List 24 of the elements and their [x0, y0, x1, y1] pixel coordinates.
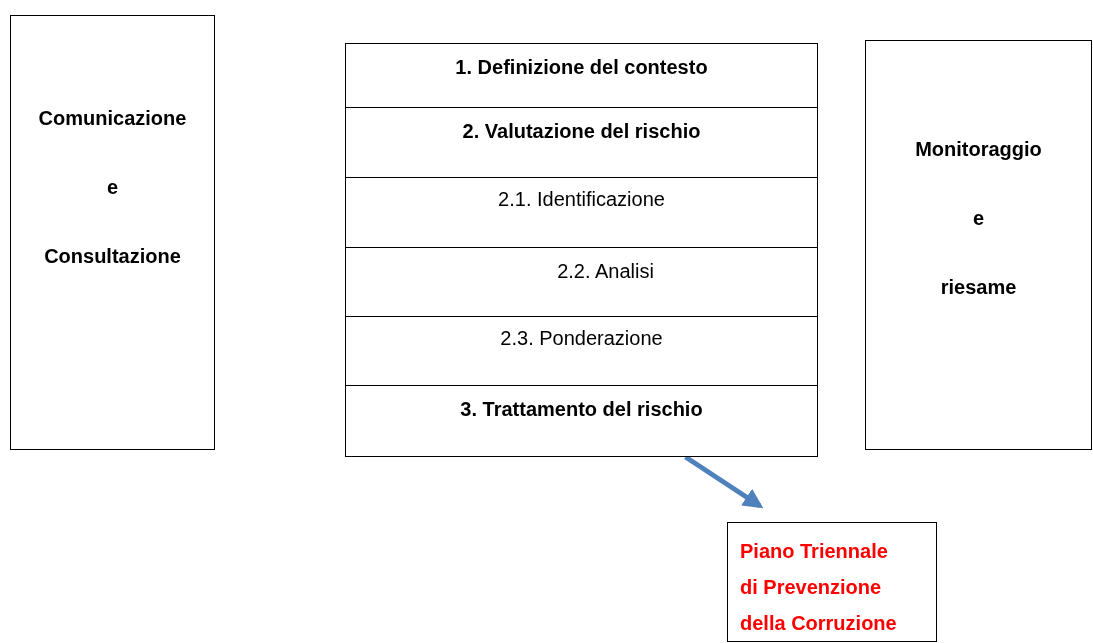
process-box — [345, 43, 818, 108]
box-label: Monitoraggio — [915, 137, 1042, 162]
box-label: e — [106, 175, 119, 200]
process-box — [345, 177, 818, 248]
process-box — [345, 316, 818, 386]
box-label: Comunicazione — [38, 106, 187, 131]
process-box — [345, 385, 818, 457]
box-label: 2.2. Analisi — [557, 259, 654, 284]
box-label: di Prevenzione — [740, 575, 882, 600]
box-label: Consultazione — [44, 244, 181, 269]
box-label: 2.1. Identificazione — [498, 187, 665, 212]
box-label: 2. Valutazione del rischio — [462, 119, 701, 144]
process-box — [10, 15, 215, 450]
process-box — [345, 107, 818, 178]
process-box — [345, 247, 818, 317]
box-label: della Corruzione — [740, 611, 897, 636]
box-label: Piano Triennale — [740, 539, 888, 564]
box-label: riesame — [940, 275, 1017, 300]
box-label: e — [972, 206, 985, 231]
process-box — [727, 522, 937, 642]
box-label: 2.3. Ponderazione — [500, 326, 663, 351]
box-label: 1. Definizione del contesto — [455, 55, 708, 80]
box-label: 3. Trattamento del rischio — [460, 397, 703, 422]
process-box — [865, 40, 1092, 450]
